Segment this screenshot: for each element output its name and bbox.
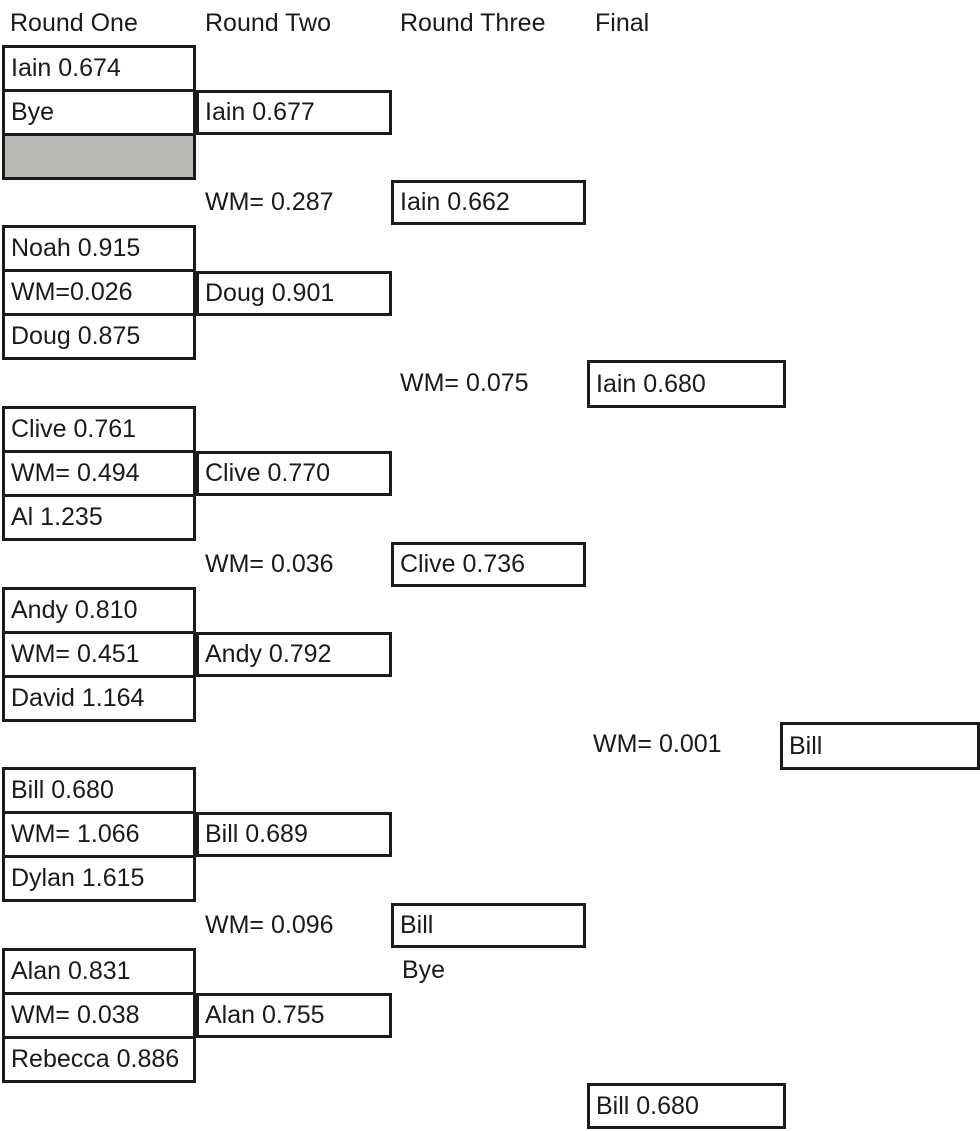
round1-match3-player1-cell: Clive 0.761 — [11, 415, 137, 443]
round1-match2-player2-cell: Doug 0.875 — [5, 313, 193, 357]
round1-match1-bye-cell: Bye — [5, 89, 193, 133]
round1-match5-player2-cell: Dylan 1.615 — [5, 855, 193, 899]
round2-match3-wm-label: WM= 0.096 — [205, 911, 334, 939]
round1-match2-player1-cell: Noah 0.915 — [11, 234, 141, 262]
round1-match5-wm-cell: WM= 1.066 — [5, 811, 193, 855]
round2-box-iain: Iain 0.677 — [196, 90, 392, 135]
round2-box-doug: Doug 0.901 — [196, 271, 392, 316]
round1-match6-group: Alan 0.831 WM= 0.038 Rebecca 0.886 — [2, 948, 196, 1083]
round2-box-bill: Bill 0.689 — [196, 812, 392, 857]
round1-match6-wm-cell: WM= 0.038 — [5, 992, 193, 1036]
final-box-bill: Bill 0.680 — [587, 1083, 786, 1129]
round3-box-iain: Iain 0.662 — [391, 180, 586, 225]
round1-match1-player1-cell: Iain 0.674 — [11, 54, 121, 82]
champion-box: Bill — [780, 722, 980, 770]
semifinal1-wm-label: WM= 0.075 — [400, 369, 529, 397]
round1-match6-player2-cell: Rebecca 0.886 — [5, 1036, 193, 1080]
header-round-one: Round One — [10, 8, 138, 37]
round2-box-alan: Alan 0.755 — [196, 993, 392, 1038]
round1-match4-player1-cell: Andy 0.810 — [11, 596, 138, 624]
round1-match3-group: Clive 0.761 WM= 0.494 Al 1.235 — [2, 406, 196, 541]
round2-box-andy: Andy 0.792 — [196, 632, 392, 677]
round2-box-clive: Clive 0.770 — [196, 451, 392, 496]
final-box-iain: Iain 0.680 — [587, 360, 786, 408]
header-round-three: Round Three — [400, 8, 546, 37]
round1-match4-group: Andy 0.810 WM= 0.451 David 1.164 — [2, 587, 196, 722]
round1-match1-group: Iain 0.674 Bye — [2, 45, 196, 180]
header-round-two: Round Two — [205, 8, 332, 37]
round2-match2-wm-label: WM= 0.036 — [205, 550, 334, 578]
round1-match5-group: Bill 0.680 WM= 1.066 Dylan 1.615 — [2, 767, 196, 902]
round1-match4-wm-cell: WM= 0.451 — [5, 631, 193, 675]
round1-match3-wm-cell: WM= 0.494 — [5, 450, 193, 494]
round3-bye-label: Bye — [402, 956, 446, 984]
round1-match5-player1-cell: Bill 0.680 — [11, 776, 114, 804]
round3-box-bill: Bill — [391, 903, 586, 948]
header-final: Final — [595, 8, 650, 37]
round1-match4-player2-cell: David 1.164 — [5, 675, 193, 719]
round1-match2-group: Noah 0.915 WM=0.026 Doug 0.875 — [2, 225, 196, 360]
final-wm-label: WM= 0.001 — [593, 730, 722, 758]
round2-match1-wm-label: WM= 0.287 — [205, 188, 334, 216]
round1-match6-player1-cell: Alan 0.831 — [11, 957, 131, 985]
round1-match2-wm-cell: WM=0.026 — [5, 269, 193, 313]
round3-box-clive: Clive 0.736 — [391, 542, 586, 587]
round1-match1-empty-cell — [5, 133, 193, 177]
round1-match3-player2-cell: Al 1.235 — [5, 494, 193, 538]
